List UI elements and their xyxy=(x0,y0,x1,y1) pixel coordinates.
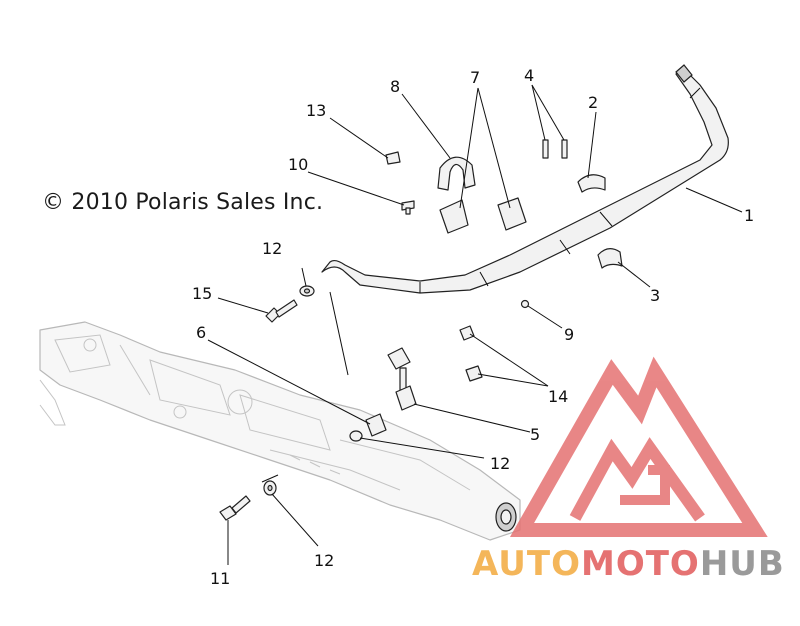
bolts-4 xyxy=(542,139,568,159)
washer-12-middle xyxy=(349,430,363,442)
nuts-14 xyxy=(459,325,483,382)
stabilizer-bar xyxy=(321,64,729,294)
bracket-8 xyxy=(437,156,476,191)
bracket-3 xyxy=(597,248,623,269)
fastener-10 xyxy=(401,200,415,215)
callout-14: 14 xyxy=(548,387,568,406)
trailing-arm xyxy=(39,321,521,541)
bolt-11 xyxy=(219,495,251,521)
callout-8: 8 xyxy=(390,77,400,96)
callout-12-bottom: 12 xyxy=(314,551,334,570)
nut-9 xyxy=(520,299,530,309)
watermark-moto: MOTO xyxy=(580,544,700,584)
callout-11: 11 xyxy=(210,569,230,588)
callout-3: 3 xyxy=(650,286,660,305)
callout-2: 2 xyxy=(588,93,598,112)
bushing-6 xyxy=(365,413,387,437)
watermark-hub: HUB xyxy=(699,544,785,584)
watermark-wordmark: AUTOMOTOHUB xyxy=(472,544,785,584)
callout-7: 7 xyxy=(470,68,480,87)
callout-13: 13 xyxy=(306,101,326,120)
callout-1: 1 xyxy=(744,206,754,225)
callout-9: 9 xyxy=(564,325,574,344)
bushing-7 xyxy=(439,197,527,234)
callout-10: 10 xyxy=(288,155,308,174)
washer-12-bottom xyxy=(263,480,277,496)
callout-12-top: 12 xyxy=(262,239,282,258)
nut-13 xyxy=(385,151,401,165)
washer-12-top xyxy=(299,285,315,297)
callout-4: 4 xyxy=(524,66,534,85)
watermark-logo-mark xyxy=(509,356,768,537)
link-5 xyxy=(387,347,417,411)
callout-12-middle: 12 xyxy=(490,454,510,473)
bolt-15 xyxy=(265,299,298,323)
bracket-2 xyxy=(577,174,606,193)
callout-15: 15 xyxy=(192,284,212,303)
callout-6: 6 xyxy=(196,323,206,342)
callout-5: 5 xyxy=(530,425,540,444)
copyright-notice: © 2010 Polaris Sales Inc. xyxy=(42,190,324,215)
leader-lines xyxy=(207,84,743,565)
watermark-auto: AUTO xyxy=(472,544,581,584)
